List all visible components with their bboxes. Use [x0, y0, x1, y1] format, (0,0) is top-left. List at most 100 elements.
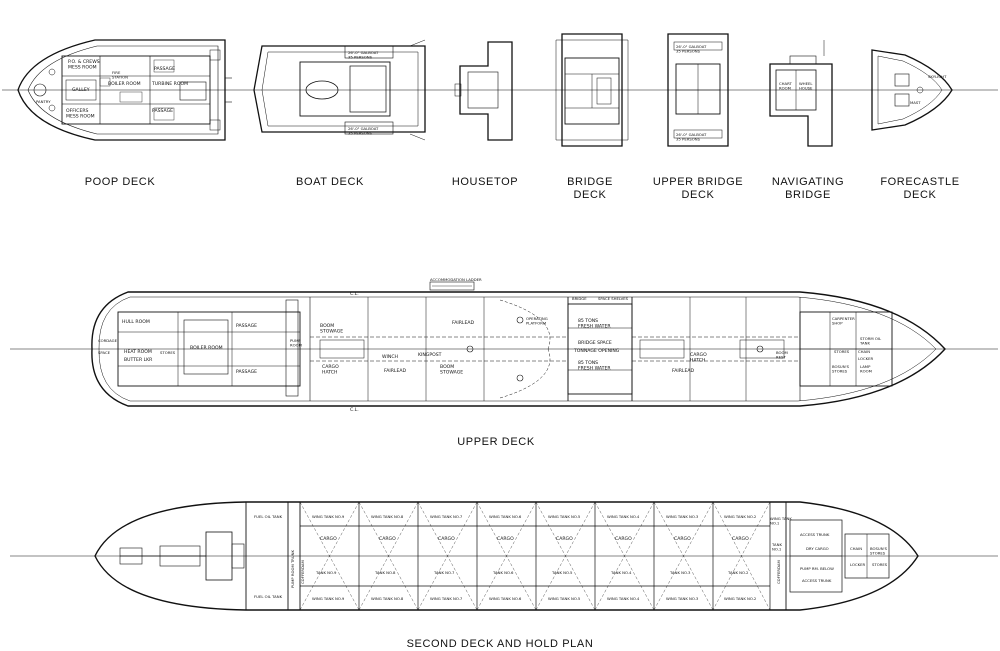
lbl-cargo-3: CARGO	[674, 536, 691, 542]
wing-tank-labels-top: WING TANK NO.9 WING TANK NO.8 WING TANK …	[312, 514, 757, 519]
lbl-tank-9: TANK NO.9	[315, 570, 337, 575]
lbl-cargo-2: CARGO	[732, 536, 749, 542]
title-bridge-deck: BRIDGE DECK	[567, 176, 613, 201]
lbl-boiler-room-poop: BOILER ROOM	[108, 81, 141, 87]
lbl-cargo-9: CARGO	[320, 536, 337, 542]
title-upper-bridge-deck: UPPER BRIDGE DECK	[652, 176, 744, 201]
lbl-wing-tank-7-top: WING TANK NO.7	[430, 514, 463, 519]
lbl-cofferdam-fwd: COFFERDAM	[776, 560, 781, 584]
lbl-tank-2: TANK NO.2	[727, 570, 749, 575]
lbl-winch: WINCH	[382, 354, 398, 360]
lbl-passage-ud2: PASSAGE	[236, 369, 257, 375]
upper-bridge-deck-drawing	[667, 33, 729, 147]
lbl-chain-sd: CHAIN	[850, 546, 862, 551]
lbl-passage-2: PASSAGE	[152, 108, 173, 114]
lbl-cl-1: C.L.	[350, 291, 359, 297]
lbl-fuel-oil-tank-1: FUEL OIL TANK	[254, 514, 283, 519]
lbl-fairlead-3: FAIRLEAD	[672, 368, 695, 374]
cargo-labels: CARGO CARGO CARGO CARGO CARGO CARGO CARG…	[320, 536, 749, 542]
lbl-tank-4: TANK NO.4	[610, 570, 632, 575]
lbl-pantry: PANTRY	[36, 99, 51, 104]
lbl-wing-tank-6-top: WING TANK NO.6	[489, 514, 522, 519]
title-poop-deck: POOP DECK	[84, 176, 156, 188]
forecastle-deck-drawing	[871, 49, 953, 131]
lbl-wing-tank-9-bot: WING TANK NO.9	[312, 596, 345, 601]
title-upper-deck: UPPER DECK	[457, 436, 535, 448]
lbl-chain-ud: CHAIN	[858, 349, 870, 354]
lbl-cargo-5: CARGO	[556, 536, 573, 542]
navigating-bridge-drawing	[769, 40, 833, 147]
title-boat-deck: BOAT DECK	[296, 176, 364, 188]
boat-deck-drawing	[253, 39, 426, 141]
lbl-bridge: BRIDGE	[572, 296, 587, 301]
lbl-passage-ud1: PASSAGE	[236, 323, 257, 329]
lbl-stores-sd: STORES	[872, 562, 888, 567]
lbl-passage-1: PASSAGE	[154, 66, 175, 72]
lbl-locker-ud: LOCKER	[858, 356, 874, 361]
lbl-pump-room-trunk: PUMP ROOM TRUNK	[290, 549, 295, 588]
lbl-heat-room: HEAT ROOM	[124, 349, 152, 355]
lbl-stores-fwd: STORES	[834, 349, 850, 354]
lbl-stores-aft: STORES	[160, 350, 176, 355]
lbl-tonnage-opening: TONNAGE OPENING	[573, 348, 620, 354]
lbl-wing-tank-3-top: WING TANK NO.3	[666, 514, 699, 519]
upper-deck-drawing	[91, 281, 946, 407]
lbl-bridge-space: BRIDGE SPACE	[578, 340, 612, 346]
lbl-wing-tank-4-bot: WING TANK NO.4	[607, 596, 640, 601]
title-navigating-bridge: NAVIGATING BRIDGE	[771, 176, 845, 201]
lbl-cargo-7: CARGO	[438, 536, 455, 542]
lbl-boiler-room-ud: BOILER ROOM	[190, 345, 223, 351]
lbl-wing-tank-6-bot: WING TANK NO.6	[489, 596, 522, 601]
lbl-galley: GALLEY	[72, 87, 90, 93]
center-tank-labels: TANK NO.9 TANK NO.8 TANK NO.7 TANK NO.6 …	[315, 570, 749, 575]
lbl-space-shelves: SPACE SHELVES	[598, 296, 629, 301]
lbl-wing-tank-4-top: WING TANK NO.4	[607, 514, 640, 519]
lbl-fairlead-1: FAIRLEAD	[452, 320, 475, 326]
lbl-cargo-4: CARGO	[615, 536, 632, 542]
lbl-cordage: CORDAGE	[98, 338, 118, 343]
lbl-turbine-room-poop: TURBINE ROOM	[151, 81, 188, 87]
lbl-accommodation-ladder: ACCOMMODATION LADDER	[430, 277, 482, 282]
title-housetop: HOUSETOP	[451, 176, 519, 188]
lbl-access-trunk-1: ACCESS TRUNK	[800, 532, 830, 537]
title-second-deck: SECOND DECK AND HOLD PLAN	[406, 638, 594, 650]
lbl-hull-room: HULL ROOM	[122, 319, 150, 325]
lbl-pump-rm-below: PUMP RM. BELOW	[800, 566, 834, 571]
lbl-wing-tank-5-top: WING TANK NO.5	[548, 514, 581, 519]
lbl-fuel-oil-tank-2: FUEL OIL TANK	[254, 594, 283, 599]
lbl-fairlead-2: FAIRLEAD	[384, 368, 407, 374]
housetop-drawing	[454, 41, 513, 141]
lbl-tank-6: TANK NO.6	[492, 570, 514, 575]
lbl-wing-tank-8-top: WING TANK NO.8	[371, 514, 404, 519]
lbl-cl-2: C.L.	[350, 407, 359, 413]
lbl-wing-tank-2-bot: WING TANK NO.2	[724, 596, 757, 601]
title-forecastle-deck: FORECASTLE DECK	[880, 176, 960, 201]
lbl-dry-cargo: DRY CARGO	[806, 546, 829, 551]
lbl-wing-tank-2-top: WING TANK NO.2	[724, 514, 757, 519]
lbl-cofferdam-aft: COFFERDAM	[300, 560, 305, 584]
lbl-locker-sd: LOCKER	[850, 562, 866, 567]
lbl-access-trunk-2: ACCESS TRUNK	[802, 578, 832, 583]
lbl-wing-tank-7-bot: WING TANK NO.7	[430, 596, 463, 601]
